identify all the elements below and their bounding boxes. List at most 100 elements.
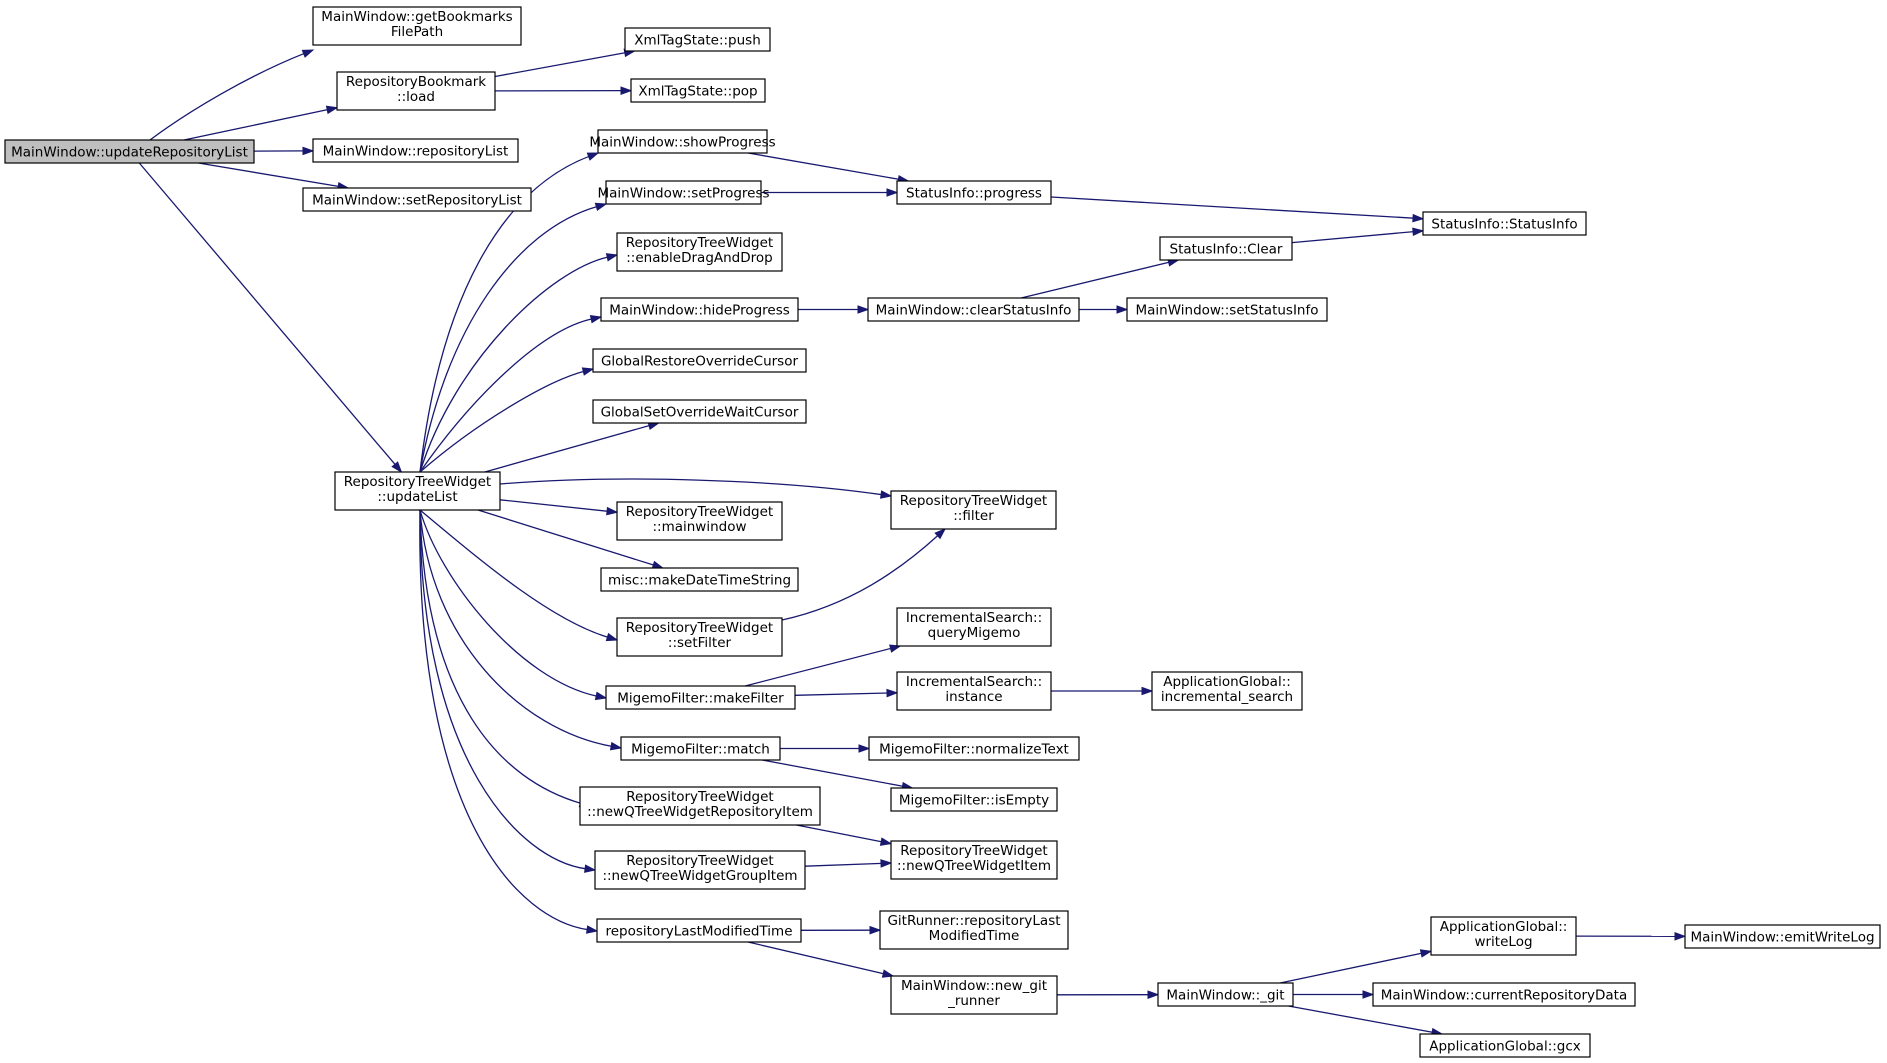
node-n32[interactable]: RepositoryTreeWidget::newQTreeWidgetGrou…: [594, 850, 806, 890]
node-n35[interactable]: MainWindow::new_git_runner: [890, 975, 1058, 1015]
edge-arrowhead: [880, 859, 893, 868]
node-n8[interactable]: MainWindow::showProgress: [589, 129, 776, 154]
edge-n7-n30: [419, 509, 592, 808]
edge-arrowhead: [934, 528, 947, 540]
node-box: [336, 71, 496, 111]
node-box: [600, 297, 799, 322]
node-n21[interactable]: misc::makeDateTimeString: [600, 567, 799, 592]
node-n5[interactable]: MainWindow::repositoryList: [312, 138, 519, 163]
edge-line: [499, 478, 883, 496]
node-label: ::newQTreeWidgetItem: [897, 858, 1051, 874]
edge-arrowhead: [609, 741, 623, 751]
edge-line: [796, 824, 883, 843]
edge-arrowhead: [1412, 213, 1425, 223]
node-n10[interactable]: StatusInfo::progress: [896, 180, 1052, 205]
edge-line: [419, 509, 613, 748]
edge-line: [794, 692, 889, 696]
edge-n8-n10: [748, 152, 910, 184]
node-n24[interactable]: MigemoFilter::makeFilter: [605, 685, 796, 710]
node-label: incremental_search: [1161, 689, 1293, 705]
node-n25[interactable]: IncrementalSearch::instance: [896, 671, 1052, 711]
node-n28[interactable]: MigemoFilter::normalizeText: [868, 736, 1080, 761]
edge-arrowhead: [594, 691, 608, 701]
edge-n7-n17: [419, 367, 595, 473]
edge-arrowhead: [1116, 305, 1129, 314]
node-label: queryMigemo: [928, 625, 1021, 641]
node-label: MainWindow::repositoryList: [323, 144, 509, 160]
node-box: [312, 6, 522, 46]
node-n30[interactable]: RepositoryTreeWidget::newQTreeWidgetRepo…: [579, 786, 821, 826]
node-label: ::newQTreeWidgetGroupItem: [602, 868, 797, 884]
node-n34[interactable]: GitRunner::repositoryLastModifiedTime: [879, 910, 1069, 950]
node-n3[interactable]: XmlTagState::push: [624, 27, 771, 52]
node-n19[interactable]: RepositoryTreeWidget::filter: [890, 490, 1057, 530]
node-n11[interactable]: StatusInfo::StatusInfo: [1422, 211, 1587, 236]
node-n17[interactable]: GlobalRestoreOverrideCursor: [592, 348, 807, 373]
node-n0[interactable]: MainWindow::updateRepositoryList: [4, 139, 255, 164]
edge-line: [484, 424, 651, 473]
edge-arrowhead: [325, 105, 339, 115]
node-n16[interactable]: MainWindow::setStatusInfo: [1126, 297, 1328, 322]
edge-n30-n31: [796, 824, 893, 846]
node-n22[interactable]: RepositoryTreeWidget::setFilter: [616, 617, 783, 657]
node-n7[interactable]: RepositoryTreeWidget::updateList: [334, 471, 501, 511]
node-label: instance: [945, 689, 1002, 705]
edge-n24-n25: [794, 688, 899, 698]
node-n12[interactable]: RepositoryTreeWidget::enableDragAndDrop: [616, 232, 783, 272]
node-n18[interactable]: GlobalSetOverrideWaitCursor: [592, 399, 807, 424]
node-n39[interactable]: MainWindow::currentRepositoryData: [1372, 982, 1636, 1007]
node-label: MainWindow::hideProgress: [609, 303, 790, 319]
node-n14[interactable]: MainWindow::clearStatusInfo: [867, 297, 1080, 322]
edge-n0-n5: [253, 146, 315, 156]
node-n36[interactable]: MainWindow::_git: [1157, 982, 1294, 1007]
node-n13[interactable]: MainWindow::hideProgress: [600, 297, 799, 322]
node-n27[interactable]: MigemoFilter::match: [620, 736, 781, 761]
node-n15[interactable]: StatusInfo::Clear: [1159, 236, 1293, 261]
node-n9[interactable]: MainWindow::setProgress: [597, 180, 770, 205]
node-box: [896, 671, 1052, 711]
node-n2[interactable]: RepositoryBookmark::load: [336, 71, 496, 111]
edges-layer: [138, 48, 1687, 1037]
edge-line: [183, 108, 329, 141]
node-box: [596, 918, 802, 943]
node-n29[interactable]: MigemoFilter::isEmpty: [890, 787, 1058, 812]
node-label: RepositoryTreeWidget: [626, 235, 773, 251]
edge-n7-n12: [419, 253, 619, 473]
node-label: FilePath: [391, 24, 443, 40]
edge-line: [419, 509, 587, 870]
edge-arrowhead: [620, 86, 633, 95]
node-label: RepositoryTreeWidget: [626, 853, 773, 869]
node-n23[interactable]: IncrementalSearch::queryMigemo: [896, 607, 1052, 647]
node-n38[interactable]: MainWindow::emitWriteLog: [1684, 924, 1881, 949]
edge-line: [149, 52, 305, 141]
node-label: RepositoryTreeWidget: [626, 504, 773, 520]
node-box: [1372, 982, 1636, 1007]
node-n20[interactable]: RepositoryTreeWidget::mainwindow: [616, 501, 783, 541]
node-label: MainWindow::setRepositoryList: [312, 193, 522, 209]
node-label: StatusInfo::Clear: [1170, 242, 1283, 258]
edge-arrowhead: [391, 461, 403, 474]
node-box: [1126, 297, 1328, 322]
node-box: [1157, 982, 1294, 1007]
node-n26[interactable]: ApplicationGlobal::incremental_search: [1151, 671, 1303, 711]
node-label: MainWindow::getBookmarks: [321, 9, 512, 25]
edge-n36-n37: [1279, 949, 1433, 984]
node-label: RepositoryTreeWidget: [900, 493, 1047, 509]
node-n4[interactable]: XmlTagState::pop: [630, 78, 766, 103]
node-n33[interactable]: repositoryLastModifiedTime: [596, 918, 802, 943]
node-box: [334, 471, 501, 511]
node-label: XmlTagState::pop: [638, 84, 757, 100]
node-n6[interactable]: MainWindow::setRepositoryList: [302, 187, 532, 212]
node-n40[interactable]: ApplicationGlobal::gcx: [1419, 1033, 1591, 1058]
node-box: [630, 78, 766, 103]
node-box: [890, 975, 1058, 1015]
node-label: MainWindow::clearStatusInfo: [876, 303, 1072, 319]
edge-line: [419, 155, 590, 473]
edge-arrowhead: [605, 632, 619, 642]
node-label: RepositoryTreeWidget: [900, 843, 1047, 859]
edge-line: [748, 152, 900, 181]
node-n31[interactable]: RepositoryTreeWidget::newQTreeWidgetItem: [890, 840, 1058, 880]
node-n37[interactable]: ApplicationGlobal::writeLog: [1430, 916, 1577, 956]
